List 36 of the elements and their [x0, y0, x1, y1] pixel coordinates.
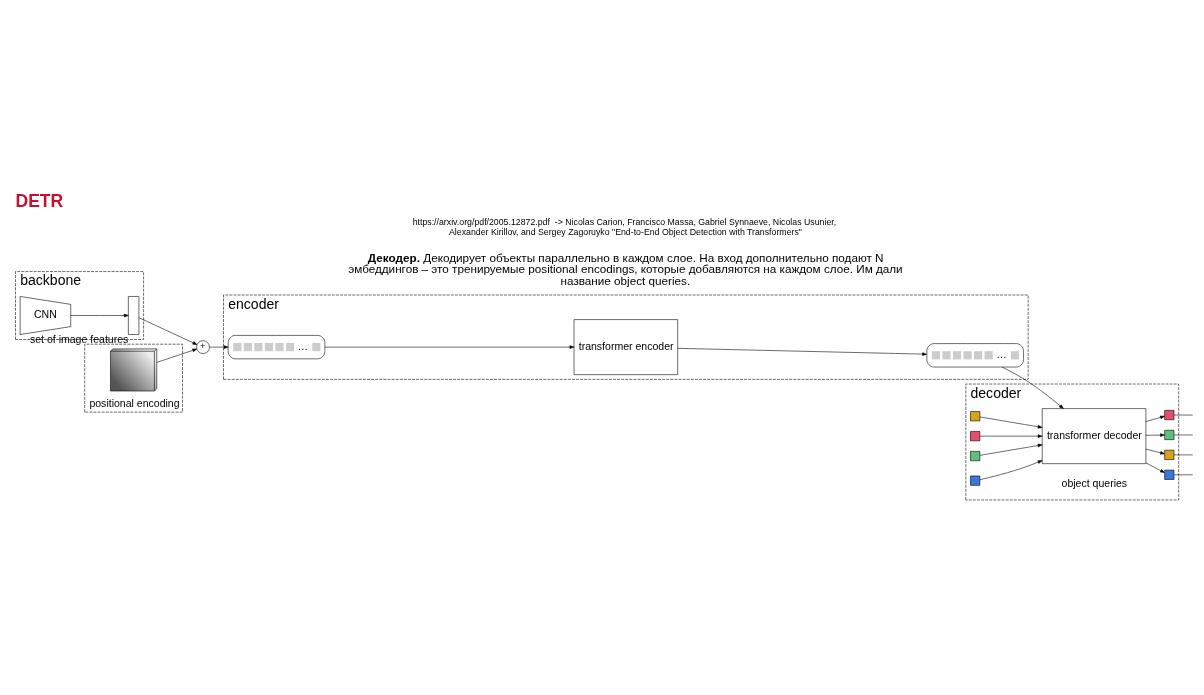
node-bar	[128, 295, 140, 335]
diagram-title: DETR	[15, 190, 64, 211]
connector	[1173, 454, 1193, 455]
node-box	[970, 430, 981, 441]
cluster: positional encoding	[84, 343, 183, 412]
node-box	[970, 475, 981, 486]
node-box	[1164, 469, 1175, 480]
label: object queries	[1061, 476, 1128, 489]
node-box	[970, 410, 981, 421]
arrow	[1145, 432, 1165, 437]
connector	[1173, 474, 1193, 475]
arrow	[324, 344, 575, 349]
arrow	[156, 348, 198, 363]
node-box	[970, 450, 981, 461]
label: https://arxiv.org/pdf/2005.12872.pdf -> Nicolas Carion, Francisco Massa, Gabriel Synnaeve, Nicolas Usunier, Alexander Kirillov, and Sergey Zagoruyko "End-to-End Object Detection with Transformers"	[412, 216, 837, 237]
arrow	[209, 344, 229, 349]
arrow	[979, 416, 1043, 428]
node-box	[1164, 429, 1175, 440]
node-box	[1164, 449, 1175, 460]
arrow	[979, 433, 1043, 438]
node-box: CNN	[19, 295, 72, 335]
node-box: transformer encoder	[573, 318, 678, 375]
arrow	[979, 443, 1043, 456]
arrow	[1145, 448, 1165, 454]
arrow	[1145, 415, 1165, 422]
node-box	[1164, 409, 1175, 420]
node-circle: +	[196, 339, 210, 354]
arrow	[138, 316, 198, 345]
arrow	[979, 459, 1043, 480]
arrow	[70, 313, 129, 317]
arrow	[1145, 462, 1165, 473]
node-box: transformer decoder	[1041, 407, 1147, 464]
node-box: …	[926, 342, 1024, 367]
node-box: …	[227, 334, 326, 359]
label: Декодер. Декодирует объекты параллельно в каждом слое. На вход дополнительно подают N эмбеддингов – это тренируемые positional encodings, которые добавляются на каждом слое. Им дали название object queries.	[348, 250, 903, 287]
arrow	[677, 347, 927, 356]
